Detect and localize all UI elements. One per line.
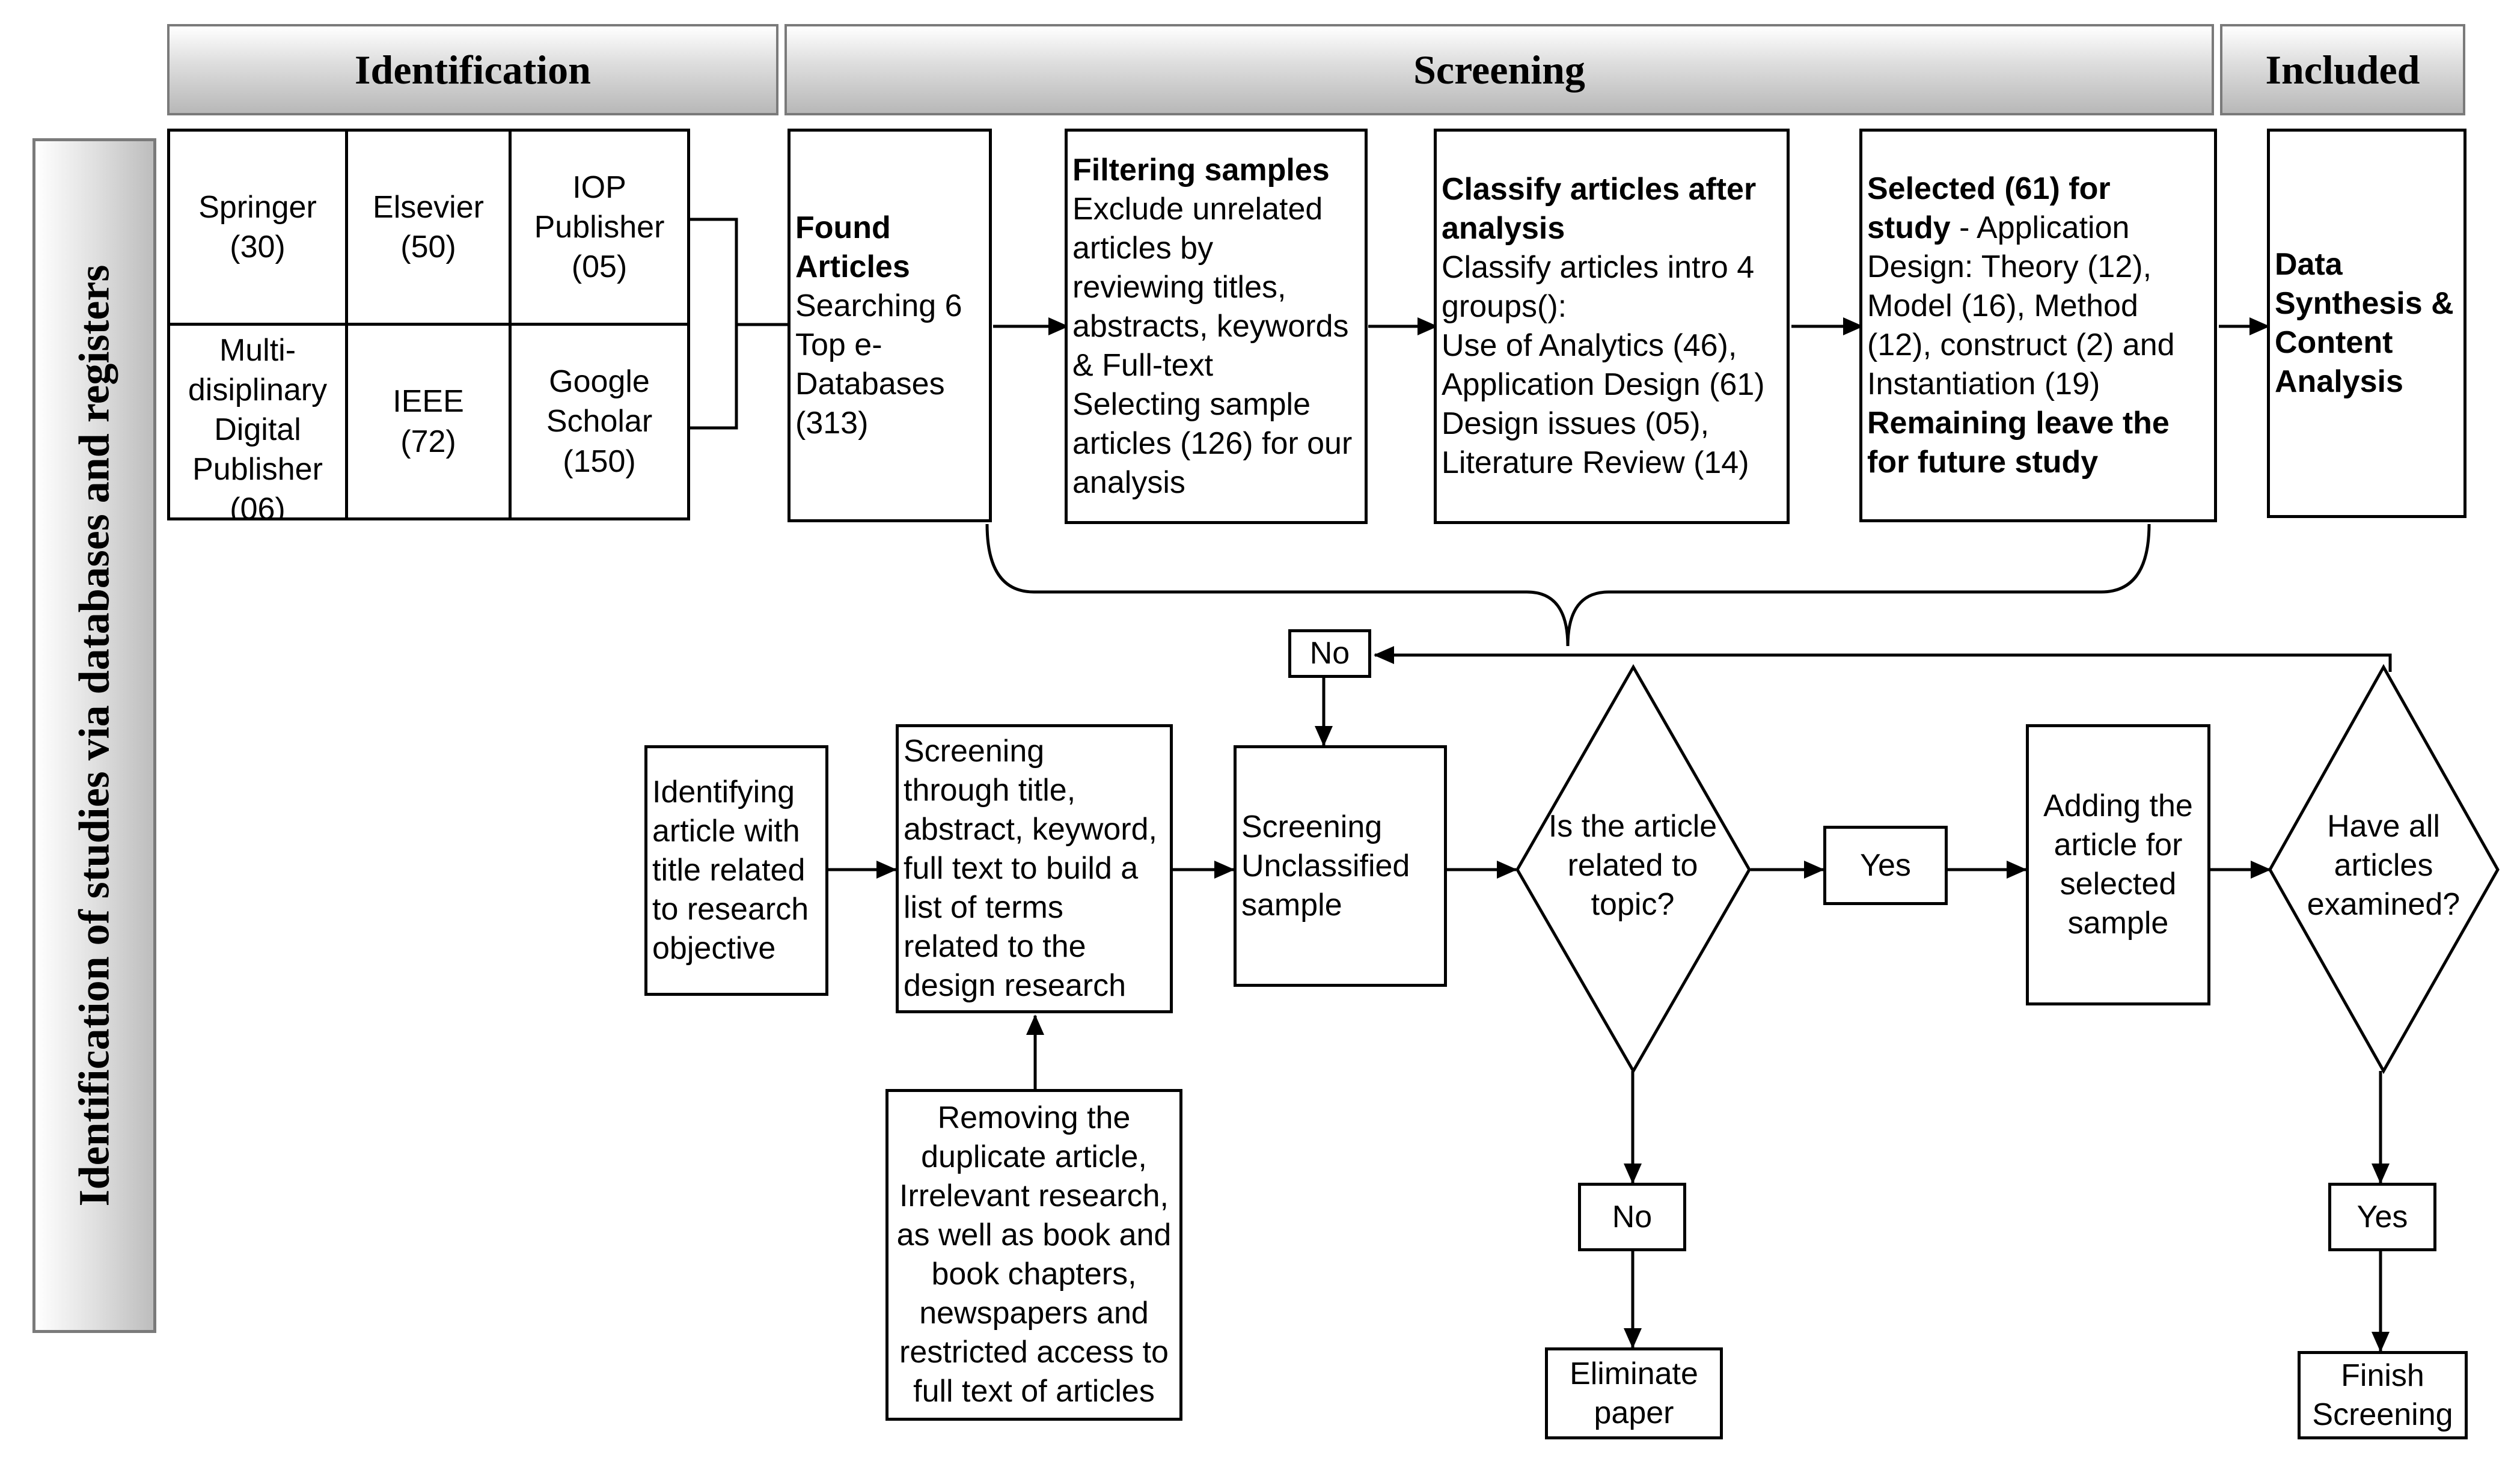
no-label-top: No: [1288, 629, 1371, 678]
yes-label-mid: Yes: [1823, 826, 1948, 905]
phase-screening-header: Screening: [784, 24, 2214, 115]
yes-label-bottom: Yes: [2328, 1183, 2436, 1251]
phase-included-header: Included: [2220, 24, 2465, 115]
phase-screening-label: Screening: [1413, 46, 1585, 93]
sidebar-label-box: Identification of studies via databases …: [32, 138, 156, 1333]
grid-divider-h: [167, 323, 690, 326]
db-springer: Springer(30): [198, 189, 317, 264]
arrow-loop-to-no-top: [1374, 646, 2392, 672]
decision-diamond-examined: [2268, 663, 2500, 1075]
db-ieee: IEEE(72): [393, 384, 464, 459]
phase-identification-header: Identification: [167, 24, 778, 115]
db-elsevier: Elsevier(50): [373, 189, 484, 264]
db-bracket: [687, 218, 738, 430]
phase-included-label: Included: [2265, 46, 2420, 93]
decision-diamond-related: [1515, 663, 1751, 1075]
phase-identification-label: Identification: [355, 46, 591, 93]
no-label-bottom: No: [1578, 1183, 1686, 1251]
stage-selected-for-study: Selected (61) for study - Application De…: [1859, 129, 2217, 522]
curly-brace: [985, 523, 2151, 647]
